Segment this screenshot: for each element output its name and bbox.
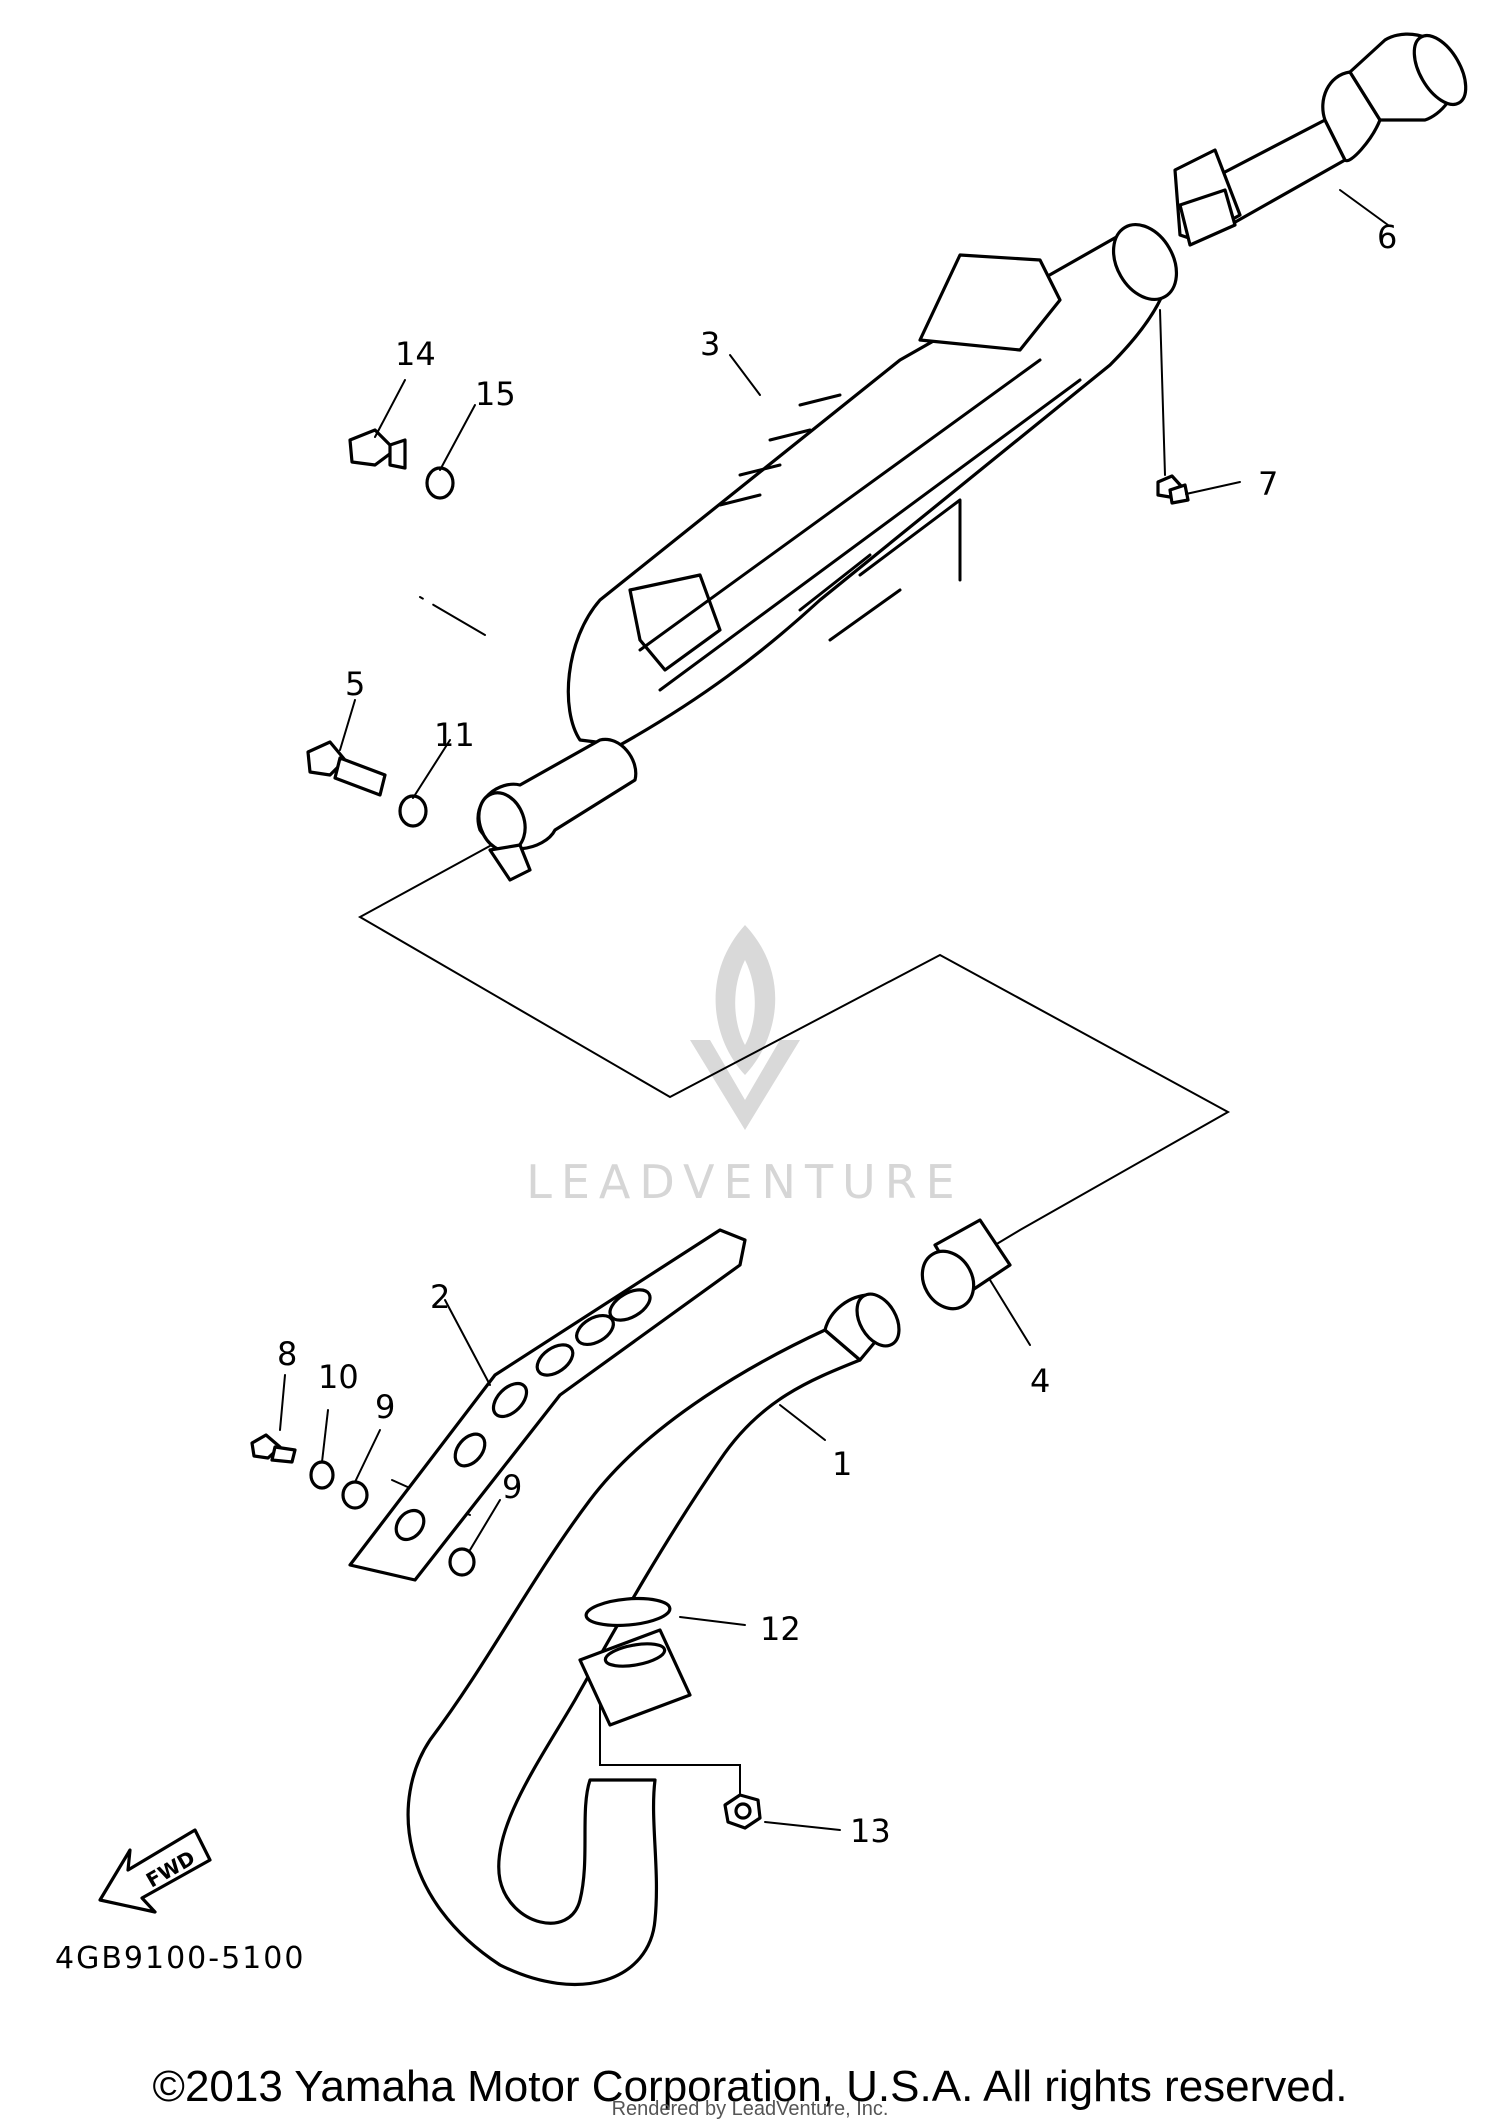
callout-2: 2 <box>430 1278 450 1316</box>
rendered-by-note: Rendered by LeadVenture, Inc. <box>611 2098 889 2120</box>
washer-part-9-lower <box>448 1547 476 1577</box>
callout-7: 7 <box>1258 465 1278 503</box>
gasket-part-4 <box>920 1218 1012 1311</box>
callout-14: 14 <box>395 335 436 373</box>
callout-9-lower: 9 <box>502 1468 522 1506</box>
callout-3: 3 <box>700 325 720 363</box>
washer-part-15 <box>425 466 455 500</box>
callout-13: 13 <box>850 1812 891 1850</box>
callout-8: 8 <box>277 1335 297 1373</box>
bolt-part-14 <box>348 428 407 470</box>
forward-direction-arrow-icon: FWD <box>98 1828 212 1914</box>
bolt-part-7 <box>1156 474 1190 505</box>
tail-pipe-part-6 <box>1173 32 1468 247</box>
callout-4: 4 <box>1030 1362 1050 1400</box>
copyright-notice: ©2013 Yamaha Motor Corporation, U.S.A. A… <box>152 2062 1348 2111</box>
callout-10: 10 <box>318 1358 359 1396</box>
washer-part-9-upper <box>341 1480 369 1510</box>
leader-lines <box>279 189 1389 1831</box>
callout-1: 1 <box>832 1445 852 1483</box>
lock-washer-part-10 <box>309 1460 335 1490</box>
callout-9-upper: 9 <box>375 1388 395 1426</box>
bolt-part-8 <box>250 1433 297 1464</box>
muffler-part-3 <box>476 223 1179 882</box>
exhaust-pipe-part-1 <box>406 1292 901 1987</box>
leadventure-watermark-logo <box>690 925 800 1130</box>
watermark-text: LEADVENTURE <box>526 1155 964 1209</box>
callout-5: 5 <box>345 665 365 703</box>
diagram-code: 4GB9100-5100 <box>55 1941 305 1976</box>
callout-6: 6 <box>1377 218 1397 256</box>
nut-part-13 <box>723 1793 762 1830</box>
heat-guard-part-2 <box>348 1228 747 1582</box>
callout-12: 12 <box>760 1610 801 1648</box>
washer-part-11 <box>398 794 428 828</box>
gasket-part-12 <box>584 1596 672 1628</box>
bolt-part-5 <box>306 740 387 797</box>
callout-15: 15 <box>475 375 516 413</box>
callout-11: 11 <box>434 716 475 754</box>
